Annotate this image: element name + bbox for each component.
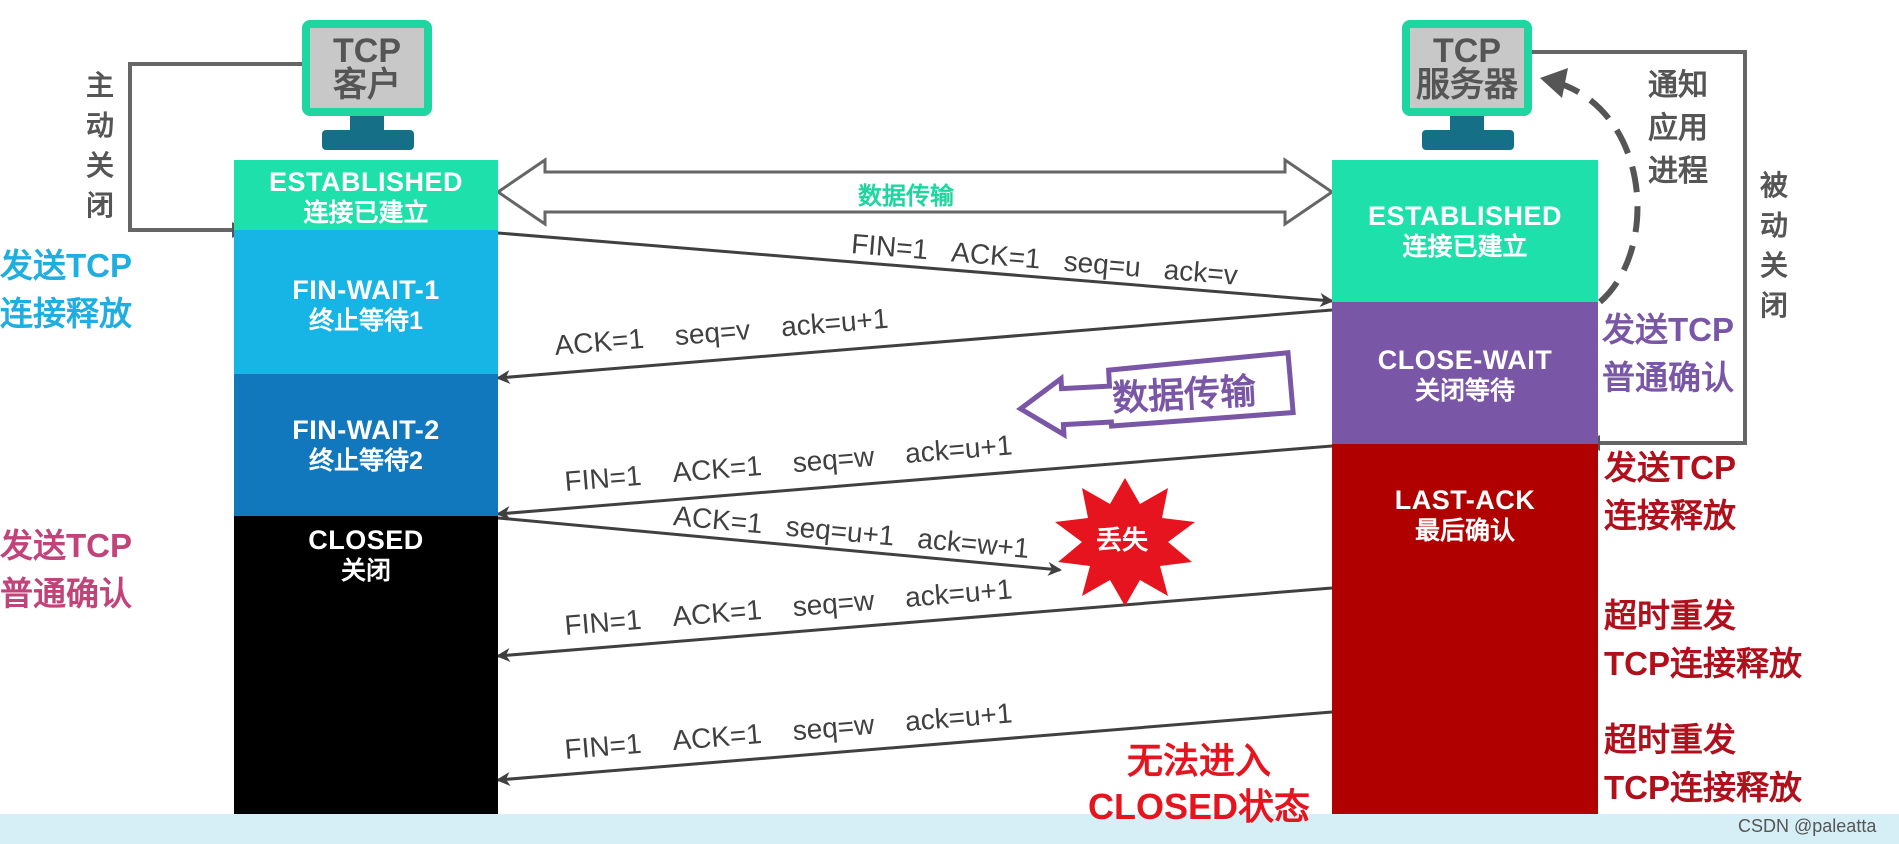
right-note-retransmit-2: 超时重发 TCP连接释放 [1604, 721, 1802, 806]
msg-line-4 [497, 516, 1062, 576]
state-name-zh: 关闭 [340, 557, 391, 585]
client-label-role: 客户 [333, 66, 401, 104]
state-name-en: FIN-WAIT-2 [292, 415, 440, 445]
client-label-tcp: TCP [333, 32, 401, 70]
client-state-established: ESTABLISHED 连接已建立 [234, 160, 498, 230]
passive-close-label: 被动关闭 [1759, 170, 1788, 321]
server-state-close-wait: CLOSE-WAIT 关闭等待 [1332, 302, 1598, 444]
active-close-label: 主动关闭 [85, 70, 114, 221]
lost-starburst [1055, 478, 1195, 606]
state-name-zh: 连接已建立 [1402, 233, 1528, 261]
msg-line-5 [496, 586, 1333, 663]
client-state-fin-wait-1: FIN-WAIT-1 终止等待1 [234, 230, 498, 374]
server-state-last-ack: LAST-ACK 最后确认 [1332, 444, 1598, 814]
notify-app-label: 通知 应用 进程 [1648, 69, 1708, 188]
state-name-zh: 最后确认 [1414, 517, 1515, 545]
client-state-closed: CLOSED 关闭 [234, 516, 498, 814]
right-note-send-ack: 发送TCP 普通确认 [1602, 311, 1734, 396]
ground-strip [0, 814, 1899, 844]
left-note-send-ack: 发送TCP 普通确认 [0, 527, 132, 612]
msg-line-3 [496, 444, 1333, 521]
right-note-send-fin: 发送TCP 连接释放 [1604, 449, 1736, 534]
state-name-en: LAST-ACK [1394, 485, 1536, 515]
state-name-zh: 关闭等待 [1414, 377, 1515, 405]
state-name-zh: 连接已建立 [303, 199, 429, 227]
state-name-en: ESTABLISHED [268, 167, 463, 197]
watermark: CSDN @paleatta [1738, 816, 1877, 836]
state-name-en: CLOSE-WAIT [1377, 345, 1553, 375]
state-name-en: ESTABLISHED [1367, 201, 1562, 231]
state-name-en: FIN-WAIT-1 [292, 275, 440, 305]
client-state-fin-wait-2: FIN-WAIT-2 终止等待2 [234, 374, 498, 516]
client-monitor-screen: TCP 客户 [302, 20, 432, 116]
msg-line-2 [496, 308, 1333, 385]
passive-close-bracket [1530, 50, 1747, 445]
lost-label: 丢失 [1096, 525, 1149, 555]
state-name-en: CLOSED [308, 525, 424, 555]
server-label-role: 服务器 [1416, 66, 1518, 104]
right-note-retransmit-1: 超时重发 TCP连接释放 [1604, 597, 1802, 682]
data-transfer-callout-arrow [1016, 349, 1296, 440]
active-close-bracket [128, 62, 302, 232]
cannot-close-label: 无法进入 CLOSED状态 [1087, 740, 1310, 827]
server-monitor-screen: TCP 服务器 [1402, 20, 1532, 116]
server-label-tcp: TCP [1433, 32, 1501, 70]
msg-line-1 [497, 231, 1334, 308]
data-transfer-callout-label: 数据传输 [1111, 370, 1258, 419]
msg-line-6 [496, 710, 1333, 787]
state-name-zh: 终止等待2 [309, 447, 423, 475]
left-note-send-fin: 发送TCP 连接释放 [0, 247, 132, 332]
notify-dashed-arrow [1554, 79, 1641, 305]
data-transfer-label: 数据传输 [858, 183, 954, 210]
server-state-established: ESTABLISHED 连接已建立 [1332, 160, 1598, 302]
state-name-zh: 终止等待1 [309, 307, 423, 335]
